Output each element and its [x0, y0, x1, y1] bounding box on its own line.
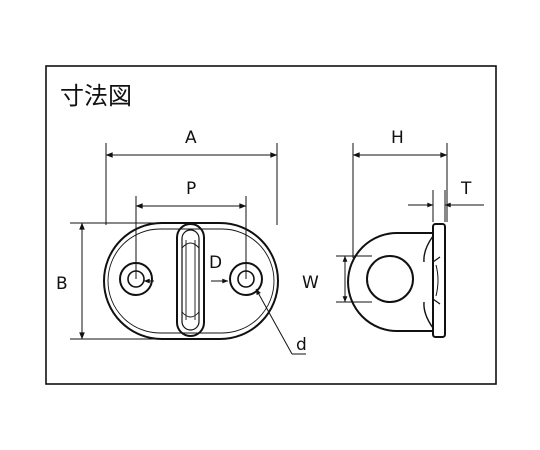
dim-label-a: A	[185, 128, 197, 148]
drawing-title: 寸法図	[60, 82, 132, 110]
dim-label-p: P	[186, 179, 196, 199]
dim-label-w: W	[302, 273, 319, 293]
side-eye-hole	[366, 255, 414, 303]
side-eye-body	[347, 232, 433, 332]
dim-label-b: B	[56, 274, 68, 294]
side-base-plate	[432, 223, 446, 338]
side-view	[347, 223, 446, 338]
dim-label-t: T	[460, 179, 472, 199]
dim-label-d-upper: D	[209, 253, 222, 273]
side-dimension-lines	[336, 143, 484, 303]
center-bail-inner	[181, 229, 200, 331]
dim-label-h: H	[391, 128, 404, 148]
front-plate-rim	[107, 228, 275, 334]
front-dimension-lines	[70, 143, 306, 355]
dim-label-d-lower: d	[296, 335, 307, 355]
front-view	[103, 222, 279, 340]
drawing-frame	[45, 65, 497, 385]
front-plate-outline	[103, 222, 279, 340]
center-bail-outer	[176, 223, 205, 337]
